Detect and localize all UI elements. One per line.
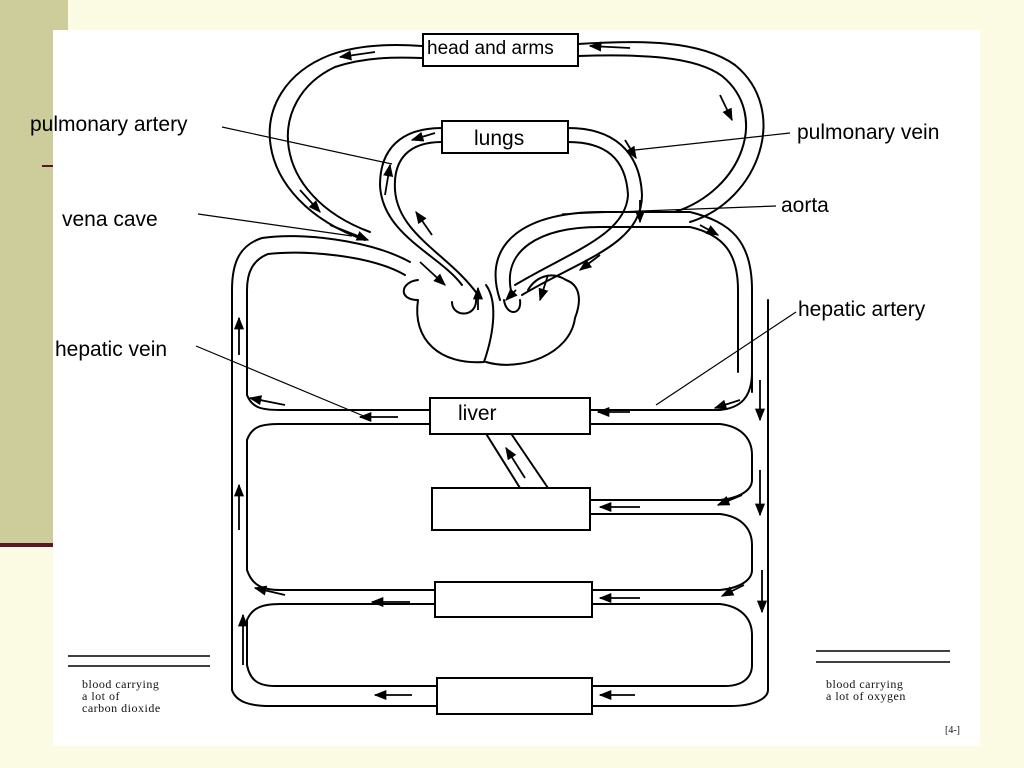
- pulmonary-artery-label: pulmonary artery: [30, 113, 188, 136]
- lung-loop-right-outer: [521, 127, 643, 296]
- leader-hepatic-artery: [655, 311, 797, 406]
- vena-cava-outer: [231, 235, 411, 691]
- arrow-gut-r: [716, 494, 743, 506]
- heart-left: [402, 279, 495, 364]
- corner-mark: [4-]: [945, 725, 960, 736]
- slide-accent-rule: [0, 543, 60, 547]
- liver-box: [429, 397, 591, 435]
- row3-bot-l: [246, 603, 436, 621]
- hepatic-vein-label: hepatic vein: [55, 338, 168, 361]
- liver-vessel-bot: [246, 423, 431, 441]
- gut-vessel-r-bot: [589, 513, 753, 546]
- lungs-label: lungs: [474, 127, 525, 150]
- arrow-aorta-up: [538, 274, 549, 302]
- row4-top-l: [246, 664, 438, 687]
- arrow-portal-up: [505, 446, 526, 479]
- arrow-liver-r1: [713, 399, 741, 410]
- arrow-aorta-right: [578, 254, 601, 271]
- heart-chamber-right: [503, 299, 522, 313]
- liver-vessel-top-r: [589, 371, 753, 411]
- gut-box: [431, 487, 591, 531]
- arrow-heart-right: [505, 288, 518, 301]
- arrow-liver-left: [248, 395, 286, 406]
- hepatic-artery-label: hepatic artery: [798, 298, 926, 321]
- head-loop-outer: [268, 43, 423, 241]
- leader-vena-cave: [197, 213, 353, 237]
- lung-loop-left-inner: [393, 141, 479, 296]
- arrow-vc-down: [329, 224, 370, 241]
- slide-accent-tick: [42, 165, 54, 167]
- arrow-row3-r: [720, 584, 745, 597]
- head-loop-outer-right: [577, 41, 765, 223]
- leader-aorta: [561, 205, 777, 215]
- gut-vessel-r-top: [589, 479, 753, 501]
- aorta-arch-inner: [509, 226, 739, 373]
- arrow-lung-top-left: [410, 131, 436, 142]
- arrow-lung-up: [415, 210, 433, 236]
- aorta-label: aorta: [781, 194, 829, 217]
- lung-loop-left-outer: [379, 127, 463, 286]
- arrow-lung-right: [624, 139, 637, 160]
- pulmonary-vein-label: pulmonary vein: [797, 121, 940, 144]
- arrow-lung-left: [383, 163, 394, 196]
- row3-bot-r: [591, 603, 753, 636]
- arrow-vc-heart: [419, 261, 446, 286]
- portal-vessel-a: [484, 431, 521, 489]
- row4-bot-r: [591, 689, 769, 707]
- head-loop-inner-right: [577, 54, 748, 213]
- liver-label: liver: [458, 402, 497, 425]
- vena-cava-inner: [246, 251, 406, 396]
- head-and-arms-label: head and arms: [427, 38, 554, 59]
- lungs-box: [441, 120, 569, 154]
- vena-cave-label: vena cave: [62, 208, 158, 231]
- heart-chamber-left: [451, 297, 478, 315]
- leader-pulmonary-artery: [221, 126, 393, 165]
- legend-right-text: blood carrying a lot of oxygen: [826, 677, 906, 703]
- row3-top-r: [591, 569, 753, 591]
- row4-top-r: [591, 664, 753, 687]
- arrow-head-down: [299, 189, 321, 213]
- lung-loop-right-inner: [514, 141, 629, 286]
- arrow-head-right-down: [719, 94, 733, 122]
- head-loop-inner: [287, 56, 423, 233]
- organ-box-4: [436, 677, 593, 715]
- portal-vessel-b: [509, 431, 549, 489]
- arrow-head-in: [338, 50, 376, 61]
- row4-bot-l: [231, 689, 438, 707]
- arrow-head-out: [588, 41, 631, 52]
- arrow-aorta-down: [699, 224, 720, 236]
- leader-hepatic-vein: [195, 345, 367, 418]
- arrow-row3-left: [253, 585, 286, 596]
- liver-vessel-bot-r: [589, 423, 753, 456]
- head-and-arms-box: [422, 33, 579, 67]
- legend-left-text: blood carrying a lot of carbon dioxide: [82, 677, 161, 715]
- organ-box-3: [434, 581, 593, 618]
- row3-top-l: [246, 569, 436, 591]
- leader-pulmonary-vein: [634, 132, 791, 151]
